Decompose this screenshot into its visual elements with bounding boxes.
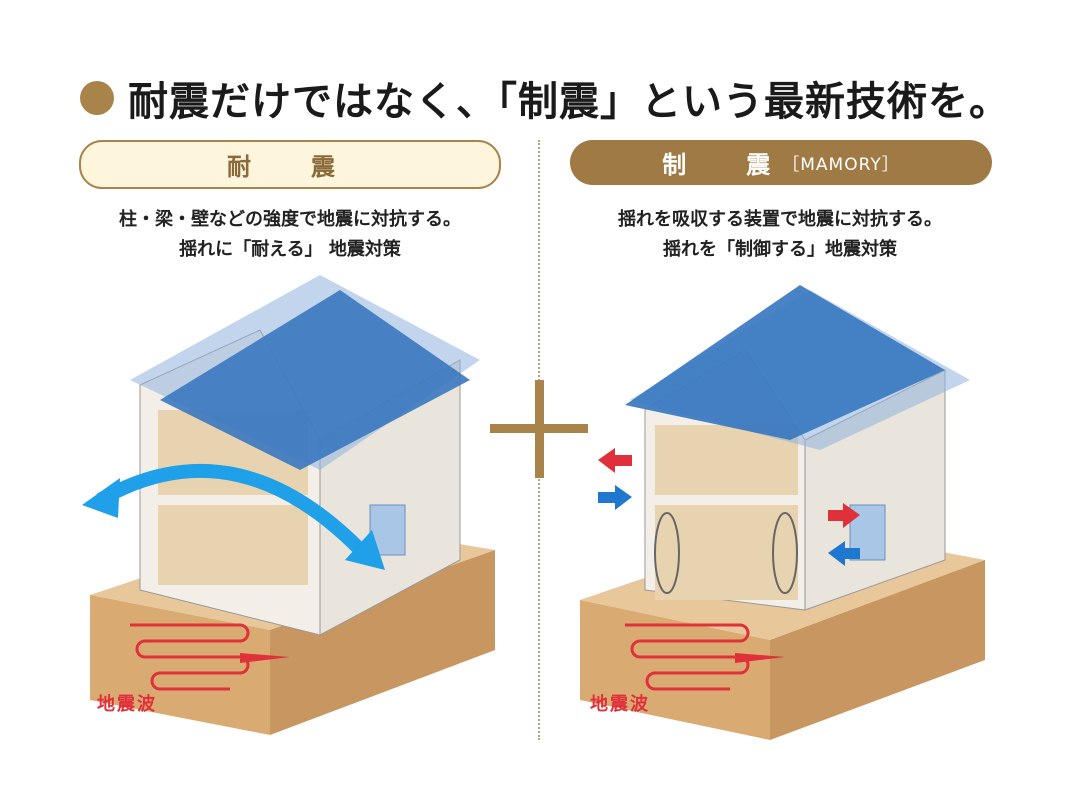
taishin-desc-line1: 柱・梁・壁などの強度で地震に対抗する。 xyxy=(119,209,461,230)
bullet-dot-icon xyxy=(80,81,114,115)
seishin-sub-label: ［MAMORY］ xyxy=(782,155,900,175)
ground-front xyxy=(90,595,270,735)
taishin-desc-line2: 揺れに「耐える」 地震対策 xyxy=(179,239,401,260)
blue-arrow-icon xyxy=(828,541,860,566)
red-arrow-icon xyxy=(598,448,632,473)
seishin-label-text: 制 震 xyxy=(662,151,789,179)
arrow-head-right xyxy=(345,530,385,570)
ground-front xyxy=(580,600,770,740)
title-text: 耐震だけではなく、「制震」という最新技術を。 xyxy=(128,79,1010,125)
taishin-house-illustration xyxy=(82,275,495,735)
shake-arrow-icon xyxy=(96,463,376,565)
roof xyxy=(160,290,470,470)
seismic-wave-icon xyxy=(625,623,750,691)
damper-device xyxy=(772,512,798,594)
seishin-desc-line2: 揺れを「制御する」地震対策 xyxy=(663,239,897,260)
page-title: 耐震だけではなく、「制震」という最新技術を。 xyxy=(80,68,1010,128)
arrow-head-left xyxy=(82,478,120,518)
red-arrow-icon xyxy=(828,503,860,528)
wave-arrowhead xyxy=(240,653,290,663)
seismic-wave-icon xyxy=(130,623,250,691)
wave-arrowhead xyxy=(735,653,785,663)
ground-side xyxy=(770,560,985,740)
right-wave-label: 地震波 xyxy=(590,694,650,715)
seishin-description: 揺れを吸収する装置で地震に対抗する。 揺れを「制御する」地震対策 xyxy=(550,205,1010,265)
left-wave-label: 地震波 xyxy=(97,694,157,715)
roof xyxy=(625,285,945,440)
taishin-description: 柱・梁・壁などの強度で地震に対抗する。 揺れに「耐える」 地震対策 xyxy=(60,205,520,265)
seishin-desc-line1: 揺れを吸収する装置で地震に対抗する。 xyxy=(618,209,942,230)
ground-side xyxy=(270,550,495,735)
blue-arrow-icon xyxy=(598,485,632,510)
seishin-house-illustration xyxy=(580,285,985,740)
taishin-label-text: 耐 震 xyxy=(227,153,353,181)
room-lower xyxy=(158,505,308,585)
plus-icon xyxy=(490,380,588,478)
taishin-label: 耐 震 xyxy=(79,140,501,189)
room-lower xyxy=(655,505,798,600)
seishin-label: 制 震［MAMORY］ xyxy=(570,140,992,185)
damper-device xyxy=(654,512,680,594)
